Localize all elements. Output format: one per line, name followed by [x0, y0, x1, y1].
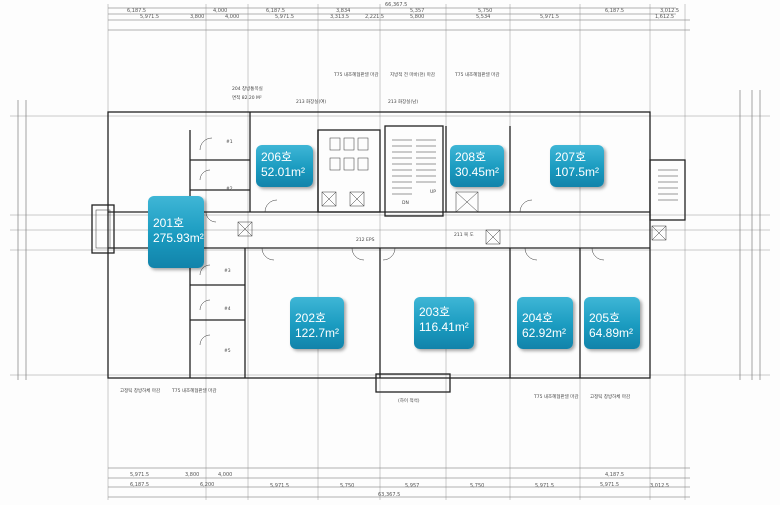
dim-top-total: 66,367.5 — [385, 2, 407, 8]
dim-bottom-4: 5,971.5 — [270, 483, 289, 489]
dim-bottom-7: 5,750 — [470, 483, 484, 489]
dimension-texts: 66,367.5 6,187.5 4,000 6,187.5 3,834 5,3… — [127, 2, 679, 498]
dim-bottom-8: 5,971.5 — [535, 483, 554, 489]
stair-up: UP — [430, 189, 436, 195]
unit-203-name: 203호 — [419, 305, 451, 319]
note-2: 지방적 전 마바(천) 마감 — [390, 71, 435, 78]
unit-201-area: 275.93m² — [153, 231, 204, 245]
unit-205-callout[interactable]: 205호 64.89m² — [584, 297, 640, 349]
unit-204-callout[interactable]: 204호 62.92m² — [517, 297, 573, 349]
room-211-label: 211 복 도 — [454, 232, 474, 238]
note-3: T75 내조혜협판넬 마감 — [454, 71, 499, 78]
dim-top2-7: 5,800 — [410, 14, 424, 20]
toilet-fixtures — [95, 137, 667, 249]
room-204-label: 204 창방통목실 — [232, 85, 263, 92]
dim-top-1: 6,187.5 — [127, 8, 146, 14]
dim-top2-8: 5,534 — [476, 14, 490, 20]
note-4: 고정틱 창방하체 마감 — [120, 387, 160, 394]
unit-204-name: 204호 — [522, 311, 554, 325]
unit-206-callout[interactable]: 206호 52.01m² — [256, 145, 313, 187]
room-213a-label: 213 화장실(여) — [296, 98, 326, 105]
unit-206-name: 206호 — [261, 150, 293, 164]
note-6: T75 내조혜협판넬 마감 — [533, 393, 578, 400]
note-sub: (하이 적석) — [398, 397, 420, 404]
note-7: 고정틱 창방하체 마감 — [590, 393, 630, 400]
dim-top2-5: 3,313.5 — [330, 14, 349, 20]
stairs — [392, 139, 678, 201]
note-1: T75 내조혜협판넬 마감 — [333, 71, 378, 78]
stair-dn: DN — [402, 200, 409, 206]
unit-203-callout[interactable]: 203호 116.41m² — [414, 297, 474, 349]
unit-205-name: 205호 — [589, 311, 621, 325]
dim-bottom-sub-2: 6,200 — [200, 482, 214, 488]
unit-208-callout[interactable]: 208호 30.45m² — [450, 145, 504, 187]
unit-207-callout[interactable]: 207호 107.5m² — [550, 145, 604, 187]
door-swings — [199, 137, 605, 346]
room-labels: 213 화장실(여) 213 화장실(남) 212 EPS 211 복 도 20… — [120, 71, 630, 404]
room-212-label: 212 EPS — [356, 237, 375, 243]
dim-top-4: 3,834 — [336, 8, 350, 14]
dim-top-2: 4,000 — [213, 8, 227, 14]
unit-208-name: 208호 — [455, 150, 487, 164]
unit-206-area: 52.01m² — [261, 165, 306, 179]
dim-top2-4: 5,971.5 — [275, 14, 294, 20]
unit-202-name: 202호 — [295, 311, 327, 325]
dim-top-6: 5,750 — [478, 8, 492, 14]
unit-203-area: 116.41m² — [419, 320, 469, 334]
dim-bottom-sub-4: 4,187.5 — [605, 472, 624, 478]
grid-lines — [10, 4, 770, 500]
dim-bottom-9: 3,012.5 — [650, 483, 669, 489]
dim-bottom-5: 5,750 — [340, 483, 354, 489]
dim-bottom-3: 4,000 — [218, 472, 232, 478]
dim-top-3: 6,187.5 — [266, 8, 285, 14]
dim-top-8: 3,012.5 — [660, 8, 679, 14]
unit-204-area: 62.92m² — [522, 326, 567, 340]
dimension-lines — [17, 7, 761, 498]
dim-top2-1: 5,971.5 — [140, 14, 159, 20]
unit-207-area: 107.5m² — [555, 165, 600, 179]
mark-3: #3 — [224, 268, 231, 274]
unit-201-name: 201호 — [153, 216, 185, 230]
dim-top2-10: 1,612.5 — [655, 14, 674, 20]
mark-4: #4 — [224, 306, 231, 312]
unit-202-area: 122.7m² — [295, 326, 340, 340]
room-area-note: 면적 82.20 M² — [232, 94, 262, 101]
dim-bottom-6: 5,957 — [405, 483, 419, 489]
dim-bottom-sub-3: 5,971.5 — [600, 482, 619, 488]
dim-top2-2: 3,800 — [190, 14, 204, 20]
dim-top-5: 5,357 — [410, 8, 424, 14]
mark-5: #5 — [224, 348, 231, 354]
dim-bottom-2: 3,800 — [185, 472, 199, 478]
unit-208-area: 30.45m² — [455, 165, 500, 179]
unit-207-name: 207호 — [555, 150, 587, 164]
unit-201-callout[interactable]: 201호 275.93m² — [148, 196, 204, 268]
unit-202-callout[interactable]: 202호 122.7m² — [290, 297, 344, 349]
note-5: T75 내조혜협판넬 마감 — [171, 387, 216, 394]
dim-top-7: 6,187.5 — [605, 8, 624, 14]
dim-bottom-total: 63,367.5 — [378, 492, 400, 498]
dim-bottom-sub-1: 6,187.5 — [130, 482, 149, 488]
dim-top2-3: 4,000 — [225, 14, 239, 20]
dim-top2-6: 2,221.5 — [365, 14, 384, 20]
room-213b-label: 213 화장실(남) — [388, 98, 418, 105]
dim-top2-9: 5,971.5 — [540, 14, 559, 20]
dim-bottom-1: 5,971.5 — [130, 472, 149, 478]
unit-205-area: 64.89m² — [589, 326, 634, 340]
mark-2: #2 — [226, 186, 233, 192]
mark-1: #1 — [226, 139, 233, 145]
